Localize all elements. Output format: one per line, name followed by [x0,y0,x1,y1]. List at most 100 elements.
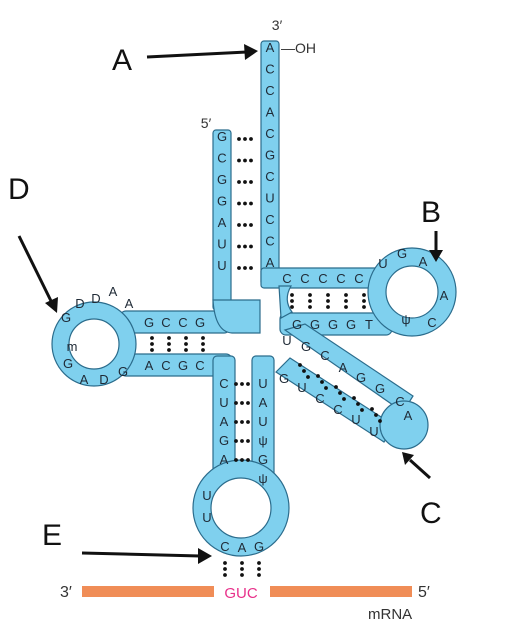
pair-dot [257,573,261,577]
nucleotide: A [220,414,229,429]
pair-dot [243,158,247,163]
arrowhead-c [402,452,414,465]
mrna-label: mRNA [368,606,412,623]
arrowhead-b [429,250,443,262]
pair-dot [150,336,154,340]
pair-dot [362,305,366,309]
pair-dot [237,137,241,141]
nucleotide: C [265,62,274,77]
nucleotide: C [161,358,170,373]
pair-dot [243,244,247,249]
pair-dot [298,363,302,367]
pair-dot [240,573,244,577]
nucleotide: C [265,212,274,227]
pair-dot [344,293,348,297]
pair-dot [240,458,244,462]
nucleotide: C [300,271,309,286]
arrowhead-a [244,44,258,60]
nucleotide: C [195,358,204,373]
nucleotide: G [328,317,338,332]
pair-dot [249,158,253,163]
nucleotide: U [202,510,211,525]
acceptor-pairs [237,137,253,270]
arrow-e [81,551,201,558]
three-prime-label: 3′ [272,17,283,33]
pair-dot [344,305,348,309]
nucleotide: D [99,372,108,387]
nucleotide: C [318,271,327,286]
five-prime-label: 5′ [201,115,212,131]
pair-dot [338,391,342,395]
pair-dot [150,348,154,352]
nucleotide: G [217,129,227,144]
arrowhead-e [198,548,212,564]
pair-dot [342,397,346,401]
pair-dot [344,299,348,303]
nucleotide: U [369,424,378,439]
pair-dot [150,342,154,346]
pair-dot [374,413,378,417]
nucleotide: m [67,339,78,354]
nucleotide: A [419,254,428,269]
nucleotide: U [202,488,211,503]
t-arm-pairs [290,293,366,309]
pair-dot [243,266,247,270]
nucleotide: A [266,40,275,55]
nucleotide: G [292,317,302,332]
pair-dot [334,385,338,389]
mrna-three-prime-label: 3′ [60,584,72,601]
pair-dot [246,439,250,443]
nucleotide: C [333,402,342,417]
pair-dot [184,336,188,340]
nucleotide: U [217,258,226,273]
pair-dot [237,180,241,184]
nucleotide: G [356,370,366,385]
pair-dot [234,382,238,386]
pair-dot [237,244,241,249]
nucleotide: C [178,315,187,330]
pair-dot [308,299,312,303]
anticodon-arm-pairs [234,382,250,462]
pair-dot [223,561,227,565]
pair-dot [240,561,244,565]
nucleotide: A [218,215,227,230]
codon: GUC [224,585,258,602]
pair-dot [237,158,241,163]
pair-dot [290,305,294,309]
pair-dot [223,567,227,571]
nucleotide: C [265,234,274,249]
nucleotide: G [219,433,229,448]
pair-dot [308,293,312,297]
pair-dot [184,342,188,346]
nucleotide: ψ [258,471,267,486]
nucleotide: G [279,371,289,386]
label-e: E [42,519,62,552]
arrow-a [146,50,248,59]
pair-dot [246,401,250,405]
pair-dot [249,201,253,206]
nucleotide: C [265,169,274,184]
nucleotide: U [282,333,291,348]
pair-dot [184,348,188,352]
pair-dot [249,266,253,270]
nucleotide: A [80,372,89,387]
pair-dot [360,408,364,412]
nucleotide: G [217,172,227,187]
mrna-strand-left [82,586,214,597]
nucleotide: C [161,315,170,330]
pair-dot [308,305,312,309]
pair-dot [240,439,244,443]
pair-dot [246,382,250,386]
nucleotide: C [265,126,274,141]
pair-dot [237,201,241,206]
mrna-five-prime-label: 5′ [418,584,430,601]
pair-dot [237,266,241,270]
pair-dot [249,180,253,184]
pair-dot [249,137,253,141]
mrna-strand-right [270,586,412,597]
nucleotide: G [375,381,385,396]
